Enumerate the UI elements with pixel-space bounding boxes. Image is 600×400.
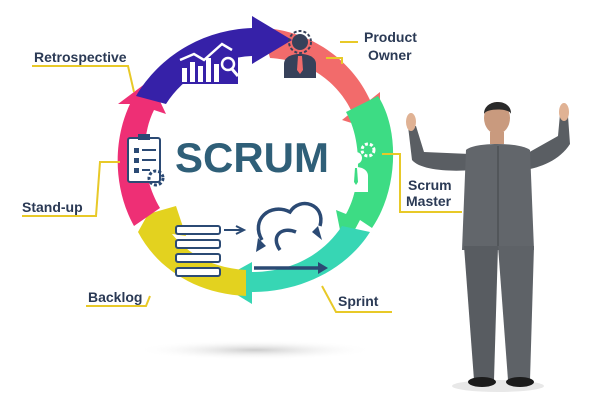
- label-sprint: Sprint: [338, 293, 379, 309]
- label-product-owner-line1: Product: [364, 29, 417, 45]
- businessman-illustration: [406, 102, 570, 392]
- floor-shadow: [135, 340, 375, 360]
- leader-lines: [22, 41, 462, 313]
- segment-sprint: [216, 226, 370, 304]
- chart-icon: [176, 42, 240, 84]
- gear-person-icon: [344, 142, 376, 192]
- segment-backlog: [138, 206, 246, 296]
- label-scrum-master-line2: Master: [406, 193, 452, 209]
- label-retrospective: Retrospective: [34, 49, 127, 65]
- backlog-list-icon: [175, 225, 247, 277]
- label-scrum-master-line1: Scrum: [408, 177, 452, 193]
- label-stand-up: Stand-up: [22, 199, 83, 215]
- label-product-owner-line2: Owner: [368, 47, 412, 63]
- center-title: SCRUM: [175, 134, 329, 181]
- label-backlog: Backlog: [88, 289, 142, 305]
- checklist-icon: [127, 134, 165, 187]
- person-icon: [284, 30, 316, 78]
- segment-product-owner: [262, 28, 380, 132]
- loop-arrow-icon: [254, 201, 328, 274]
